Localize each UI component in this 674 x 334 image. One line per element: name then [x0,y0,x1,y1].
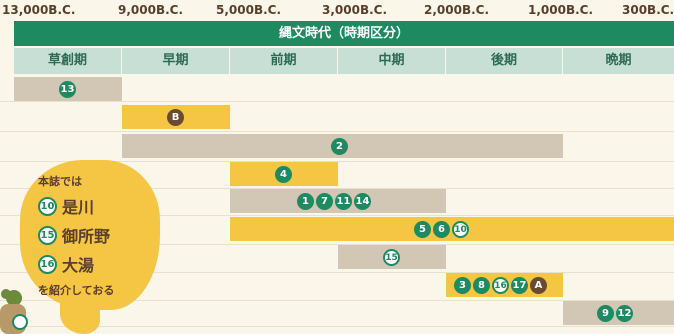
site-number-badge: 6 [433,221,450,238]
site-number-badge: B [167,109,184,126]
period-label: 草創期 [14,48,122,74]
site-number-badge: 2 [331,138,348,155]
year-label: 300B.C. [622,3,674,17]
featured-site: 16 大湯 [38,252,158,276]
mascot-icon [0,289,28,334]
featured-site: 15 御所野 [38,223,158,247]
year-axis: 13,000B.C. 9,000B.C. 5,000B.C. 3,000B.C.… [0,3,674,19]
site-badges: 15 [383,249,400,266]
year-label: 13,000B.C. [2,3,76,17]
site-badges: 2 [331,138,348,155]
period-label: 後期 [446,48,563,74]
year-label: 2,000B.C. [424,3,490,17]
period-header-row: 草創期 早期 前期 中期 後期 晩期 [14,48,674,74]
site-number-badge: 15 [383,249,400,266]
site-number-badge: 11 [335,193,352,210]
year-label: 1,000B.C. [528,3,594,17]
year-label: 3,000B.C. [322,3,388,17]
featured-site: 10 是川 [38,194,158,218]
site-name: 是川 [62,198,95,217]
note-intro: 本誌では [38,175,82,188]
year-label: 5,000B.C. [216,3,282,17]
note-outro: を紹介しておる [38,284,115,297]
site-number-badge: 16 [38,254,57,274]
site-number-badge: 7 [316,193,333,210]
site-number-badge: 13 [59,81,76,98]
site-badges: 4 [275,166,292,183]
site-number-badge: 10 [38,196,57,216]
site-name: 大湯 [62,256,95,275]
site-number-badge: 5 [414,221,431,238]
site-number-badge: 15 [38,225,57,245]
period-label: 前期 [230,48,338,74]
site-badges: B [167,109,184,126]
site-number-badge: 12 [616,305,633,322]
site-number-badge: 1 [297,193,314,210]
site-name: 御所野 [62,227,111,246]
site-number-badge: 3 [454,277,471,294]
site-number-badge: A [530,277,547,294]
timeline-title: 縄文時代（時期区分） [14,21,674,46]
note-bubble-tail [60,300,100,334]
period-label: 晩期 [563,48,674,74]
site-number-badge: 9 [597,305,614,322]
site-number-badge: 8 [473,277,490,294]
featured-sites-note: 本誌では 10 是川 15 御所野 16 大湯 を紹介しておる [38,173,158,298]
site-number-badge: 14 [354,193,371,210]
site-badges: 13 [59,81,76,98]
site-number-badge: 17 [511,277,528,294]
period-label: 早期 [122,48,230,74]
site-number-badge: 4 [275,166,292,183]
year-label: 9,000B.C. [118,3,184,17]
period-label: 中期 [338,48,446,74]
site-number-badge: 10 [452,221,469,238]
site-number-badge: 16 [492,277,509,294]
